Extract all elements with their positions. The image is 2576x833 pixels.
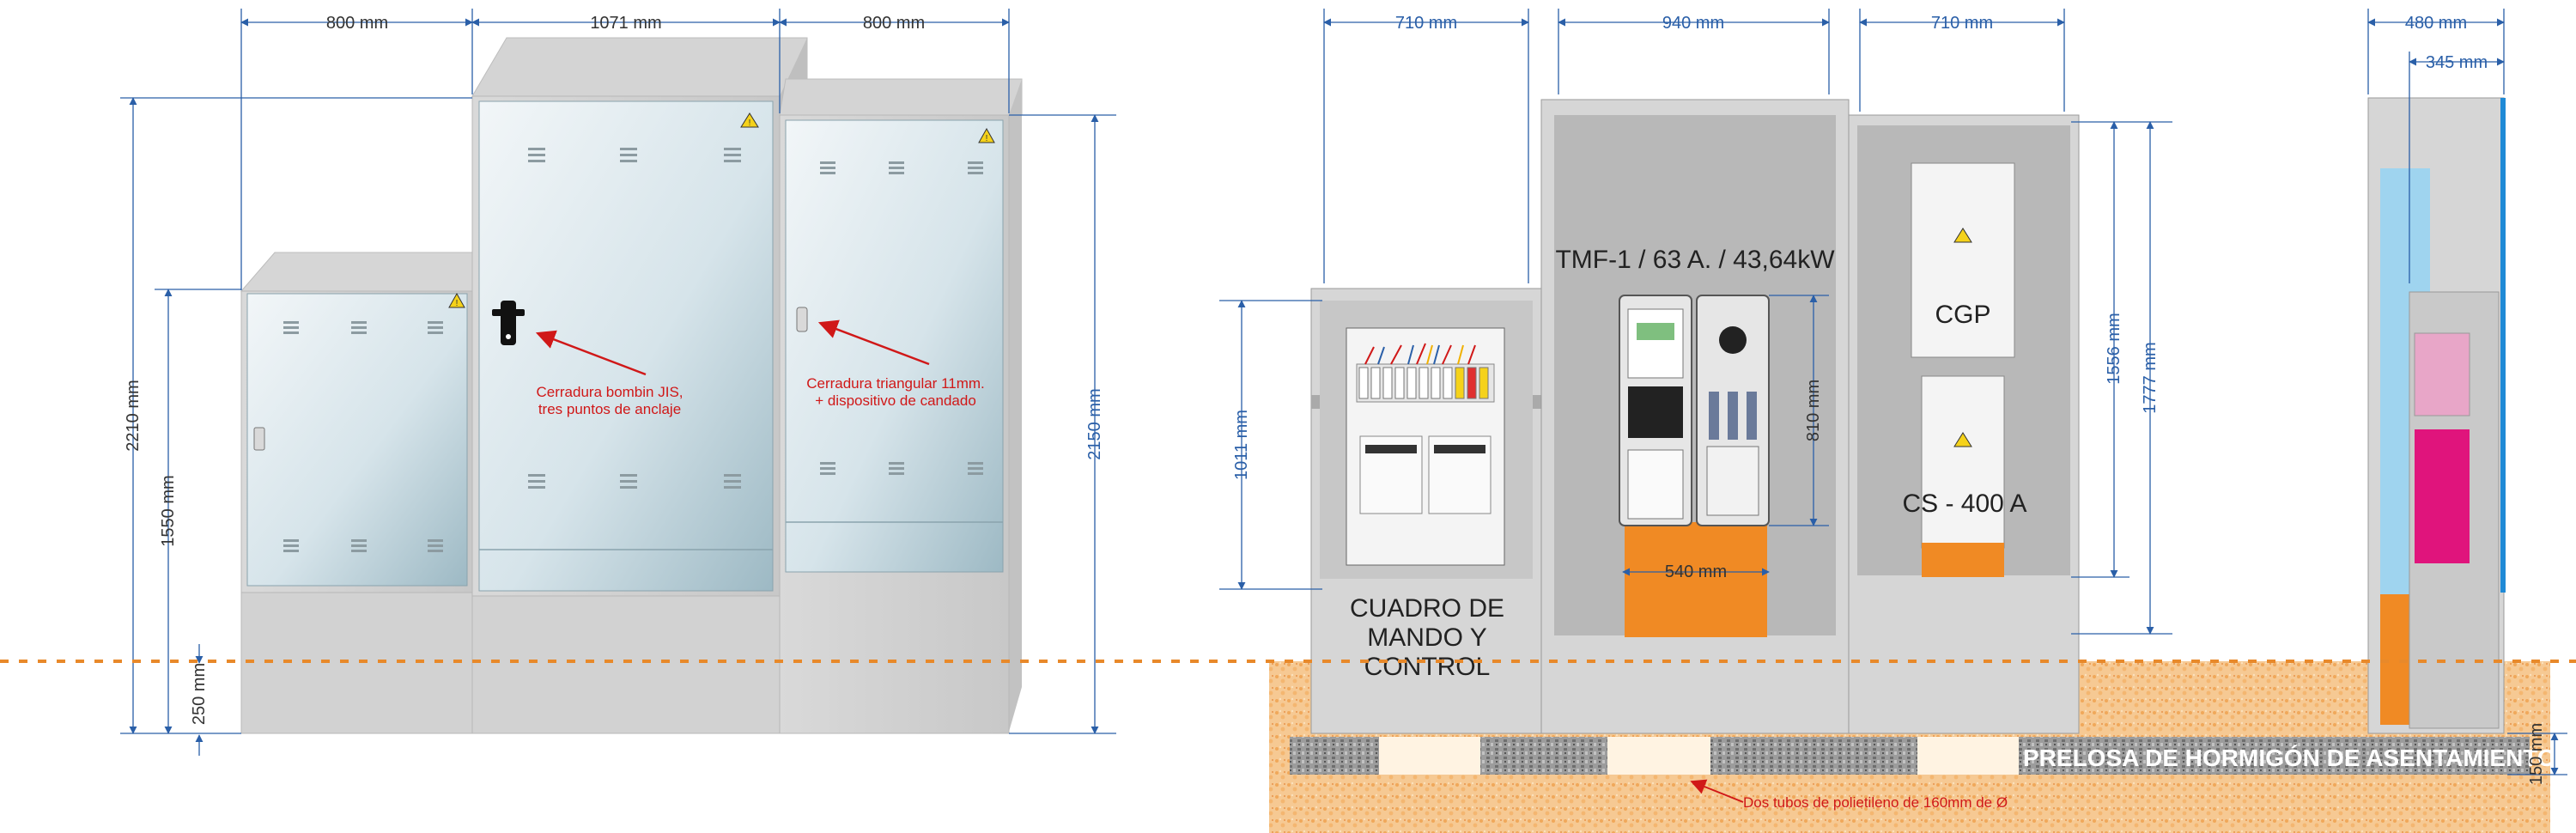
dim-left-width-1: 800 mm <box>326 14 388 33</box>
cs-base-orange <box>1922 543 2004 577</box>
vent-icon <box>351 321 367 334</box>
jis-lock-icon[interactable] <box>492 301 525 345</box>
pipe-opening <box>1917 737 2019 775</box>
dim-right-height-cgp-outer: 1777 mm <box>2141 342 2160 413</box>
pipes-arrow <box>1690 779 1744 803</box>
breaker-row <box>1356 343 1495 403</box>
left-elevation: ! ! ! Cerradura bombin JIS, tres puntos … <box>120 9 1116 756</box>
contactor-row <box>1359 435 1492 514</box>
vent-icon <box>428 321 443 334</box>
dim-right-width-1: 710 mm <box>1395 14 1457 33</box>
pipe-opening <box>1379 737 1480 775</box>
dim-right-height-meter: 810 mm <box>1804 380 1823 441</box>
cgp-label: CGP <box>1935 301 1990 329</box>
control-label-line3: CONTROL <box>1364 653 1491 681</box>
dim-right-height-cgp-inner: 1556 mm <box>2105 313 2123 384</box>
vent-icon <box>820 462 835 475</box>
side-panel-pink <box>2414 332 2470 416</box>
warning-sign-icon <box>1953 432 1972 447</box>
meter-title: TMF-1 / 63 A. / 43,64kW <box>1555 246 1835 274</box>
small-cabinet-roof <box>240 252 473 292</box>
large-cabinet-plinth <box>471 595 781 734</box>
cs-label: CS - 400 A <box>1902 489 2026 518</box>
warning-sign-icon: ! <box>740 112 759 128</box>
slab-label: PRELOSA DE HORMIGÓN DE ASENTAMIENTO <box>2023 745 2556 771</box>
lock-1-line1: Cerradura bombin JIS, <box>536 384 683 400</box>
right-cabinet-door[interactable] <box>785 119 1004 573</box>
vent-icon <box>820 161 835 174</box>
dim-right-width-meter: 540 mm <box>1665 562 1727 581</box>
vent-icon <box>968 462 983 475</box>
pipes-label: Dos tubos de polietileno de 160mm de Ø <box>1743 794 2008 811</box>
rotary-switch-icon[interactable] <box>1719 326 1747 354</box>
vent-icon <box>889 462 904 475</box>
vent-icon <box>889 161 904 174</box>
triangular-lock-icon[interactable] <box>796 307 808 332</box>
cable-entry <box>1311 395 1320 409</box>
vent-icon <box>528 148 545 162</box>
small-lock-icon[interactable] <box>253 427 265 451</box>
right-elevation: CUADRO DE MANDO Y CONTROL TMF-1 / 63 A. … <box>0 9 2576 833</box>
right-cabinet-side <box>1009 79 1022 732</box>
lock-2-line2: + dispositivo de candado <box>815 392 976 409</box>
svg-text:!: ! <box>749 119 751 128</box>
dim-right-height-control: 1011 mm <box>1232 410 1251 480</box>
ventilation-grilles <box>283 148 983 552</box>
dim-left-height-total: 2210 mm <box>124 380 143 451</box>
dim-right-width-3: 710 mm <box>1931 14 1993 33</box>
dim-left-width-3: 800 mm <box>863 14 925 33</box>
dim-slab-height: 150 mm <box>2527 723 2546 785</box>
lock-1-line2: tres puntos de anclaje <box>538 401 681 417</box>
cs-box[interactable] <box>1921 375 2005 549</box>
vent-icon <box>428 539 443 552</box>
pipe-opening <box>1607 737 1710 775</box>
meter-base-orange <box>1625 522 1767 637</box>
vent-icon <box>528 474 545 489</box>
warning-sign-icon: ! <box>978 127 995 143</box>
warning-sign-icon: ! <box>448 292 465 308</box>
dim-side-width-outer: 480 mm <box>2405 14 2467 33</box>
vent-icon <box>620 474 637 489</box>
meter-module[interactable] <box>1619 295 1770 526</box>
side-door-edge <box>2500 98 2506 593</box>
dim-side-width-inner: 345 mm <box>2426 53 2488 72</box>
large-cabinet-roof <box>471 37 808 97</box>
lock-2-line1: Cerradura triangular 11mm. <box>806 375 985 392</box>
vent-icon <box>283 321 299 334</box>
control-label-line1: CUADRO DE <box>1350 594 1504 623</box>
vent-icon <box>724 148 741 162</box>
dim-left-height-right: 2150 mm <box>1085 388 1104 459</box>
dim-left-height-base: 250 mm <box>190 663 209 725</box>
vent-icon <box>620 148 637 162</box>
large-cabinet-door[interactable] <box>478 100 774 592</box>
svg-text:!: ! <box>986 134 988 143</box>
dim-left-height-cabinet: 1550 mm <box>159 475 178 546</box>
lock-arrow-1 <box>535 330 647 376</box>
control-label-line2: MANDO Y <box>1367 623 1486 652</box>
lock-arrow-2 <box>817 319 930 366</box>
vent-icon <box>968 161 983 174</box>
cgp-box[interactable] <box>1911 162 2015 358</box>
dim-left-width-2: 1071 mm <box>590 14 661 33</box>
warning-sign-icon <box>1953 228 1972 243</box>
gravel-slab <box>1290 737 2530 775</box>
vent-icon <box>351 539 367 552</box>
cable-entry <box>1533 395 1541 409</box>
vent-icon <box>283 539 299 552</box>
side-panel-magenta <box>2415 429 2470 563</box>
right-cabinet-roof <box>779 78 1023 116</box>
small-cabinet-door[interactable] <box>246 293 468 587</box>
small-cabinet-plinth <box>240 592 473 734</box>
svg-text:!: ! <box>456 299 459 308</box>
vent-icon <box>724 474 741 489</box>
dim-right-width-2: 940 mm <box>1662 14 1724 33</box>
